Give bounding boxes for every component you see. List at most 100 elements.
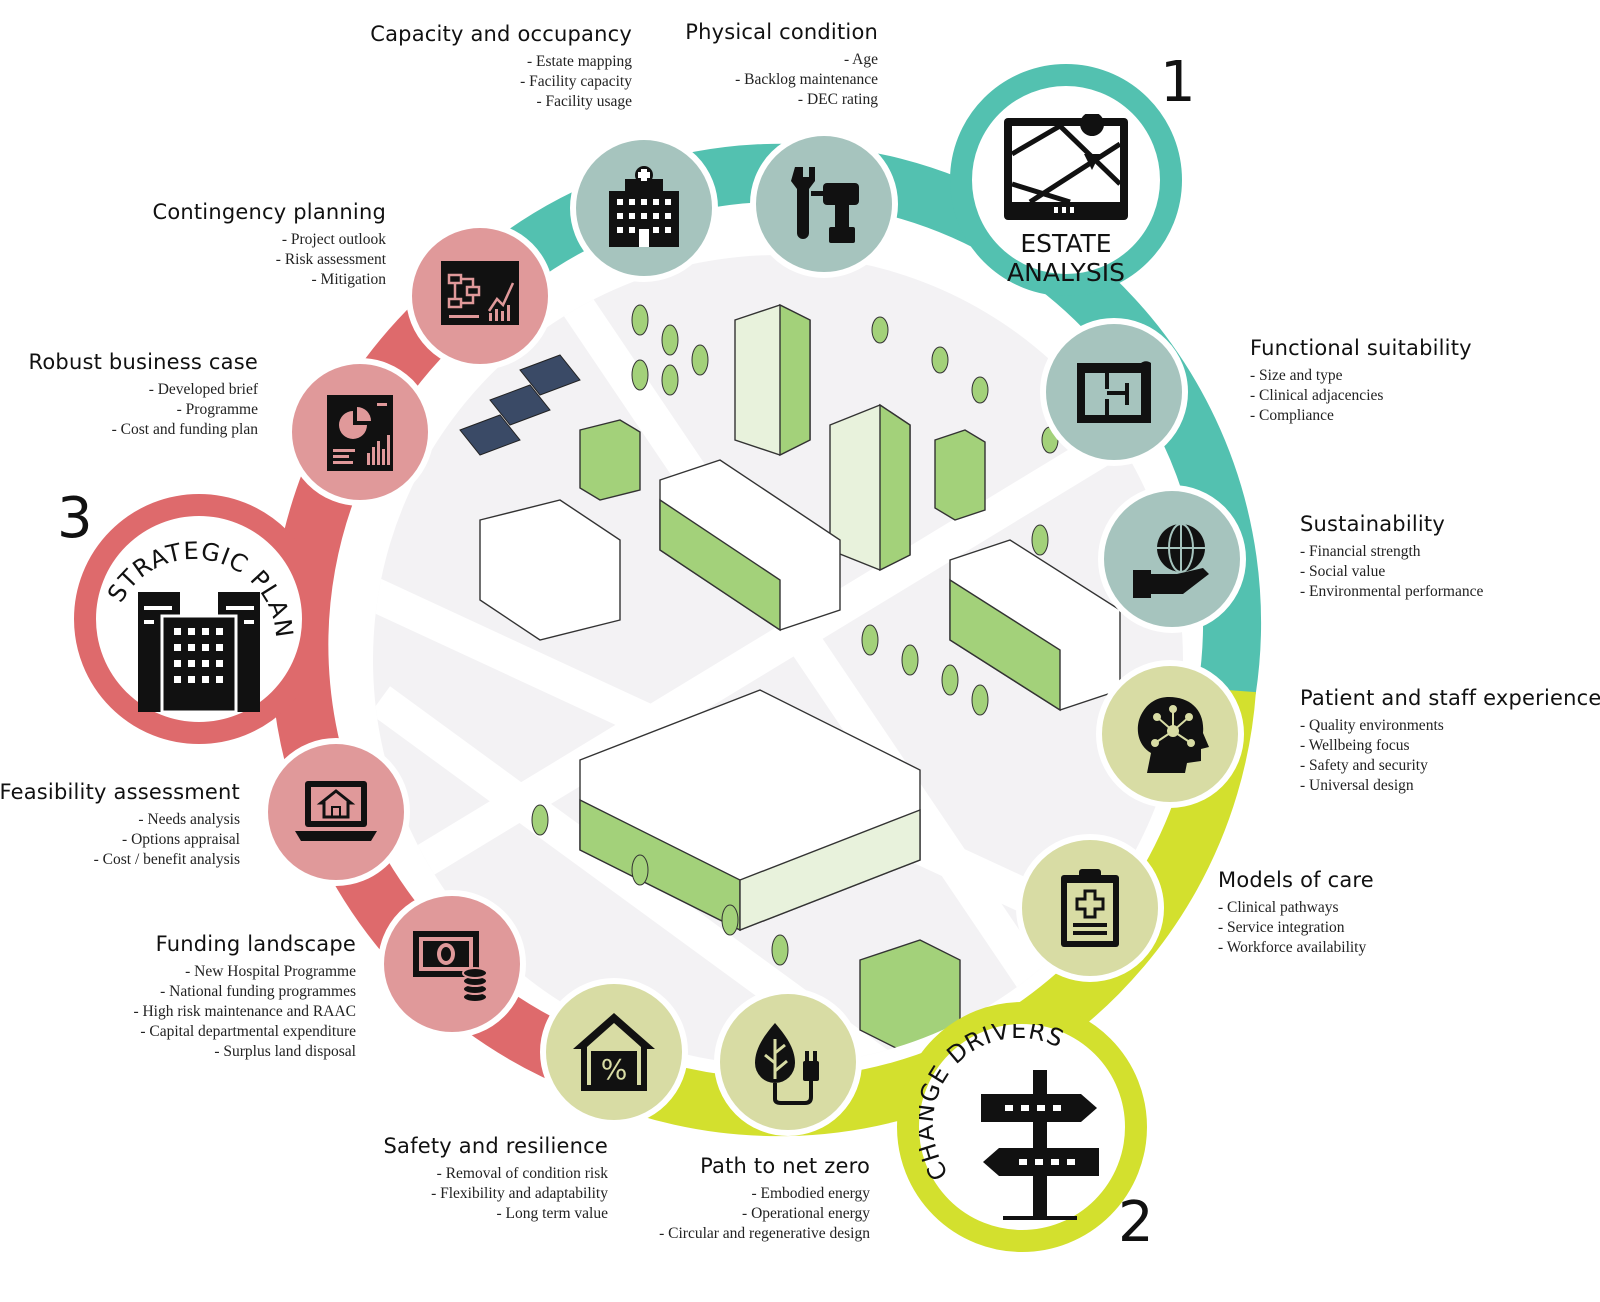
label-funding: Funding landscape - New Hospital Program… <box>133 932 356 1062</box>
safety-list: - Removal of condition risk - Flexibilit… <box>384 1164 608 1224</box>
list-item: - Service integration <box>1218 919 1345 936</box>
node-sustainability <box>1098 485 1246 633</box>
label-patient: Patient and staff experience - Quality e… <box>1300 686 1600 796</box>
svg-text:CHANGE DRIVERS: CHANGE DRIVERS <box>919 1024 1068 1185</box>
list-item: - Estate mapping <box>526 53 632 70</box>
list-item: - Workforce availability <box>1218 939 1367 956</box>
strategic-plans-badge: STRATEGIC PLANS <box>74 494 324 744</box>
list-item: - Mitigation <box>311 271 386 288</box>
label-feasibility: Feasibility assessment - Needs analysis … <box>0 780 240 870</box>
svg-text:STRATEGIC PLANS: STRATEGIC PLANS <box>96 516 298 640</box>
node-capacity <box>570 134 718 282</box>
estate-analysis-badge: ESTATE ANALYSIS <box>950 64 1182 296</box>
report-chart-icon <box>327 395 393 471</box>
head-network-icon <box>1137 697 1209 773</box>
node-functional <box>1040 318 1188 466</box>
list-item: - Circular and regenerative design <box>659 1225 870 1242</box>
netzero-title: Path to net zero <box>700 1154 870 1178</box>
list-item: - Compliance <box>1250 407 1334 424</box>
label-safety: Safety and resilience - Removal of condi… <box>384 1134 608 1224</box>
strategic-plans-arc-text: STRATEGIC PLANS <box>96 516 298 640</box>
models-title: Models of care <box>1218 868 1374 892</box>
list-item: - Capital departmental expenditure <box>140 1023 356 1040</box>
house-percent-icon: % <box>573 1013 655 1091</box>
list-item: - Safety and security <box>1300 757 1428 774</box>
list-item: - Project outlook <box>281 231 386 248</box>
section-number-2: 2 <box>1118 1190 1154 1255</box>
list-item: - Financial strength <box>1300 543 1421 560</box>
section-number-3: 3 <box>57 486 93 551</box>
node-contingency <box>406 222 554 370</box>
node-business <box>286 358 434 506</box>
signpost-icon <box>981 1070 1099 1220</box>
list-item: - Social value <box>1300 563 1386 580</box>
tools-icon <box>791 167 859 243</box>
models-list: - Clinical pathways - Service integratio… <box>1218 898 1374 958</box>
list-item: - Backlog maintenance <box>735 71 878 88</box>
business-title: Robust business case <box>28 350 258 374</box>
flowchart-board-icon <box>441 261 519 325</box>
list-item: - Developed brief <box>148 381 258 398</box>
list-item: - Operational energy <box>742 1205 870 1222</box>
capacity-list: - Estate mapping - Facility capacity - F… <box>370 52 632 112</box>
patient-list: - Quality environments - Wellbeing focus… <box>1300 716 1600 796</box>
node-netzero <box>714 988 862 1136</box>
node-models <box>1016 834 1164 982</box>
list-item: - Wellbeing focus <box>1300 737 1410 754</box>
contingency-list: - Project outlook - Risk assessment - Mi… <box>152 230 386 290</box>
label-functional: Functional suitability - Size and type -… <box>1250 336 1472 426</box>
list-item: - Options appraisal <box>122 831 240 848</box>
list-item: - Facility usage <box>536 93 632 110</box>
funding-list: - New Hospital Programme - National fund… <box>133 962 356 1062</box>
feasibility-list: - Needs analysis - Options appraisal - C… <box>0 810 240 870</box>
list-item: - Cost / benefit analysis <box>93 851 240 868</box>
svg-text:%: % <box>601 1053 628 1086</box>
list-item: - Size and type <box>1250 367 1343 384</box>
list-item: - New Hospital Programme <box>185 963 356 980</box>
map-screen-icon <box>1004 114 1128 220</box>
list-item: - Risk assessment <box>275 251 386 268</box>
label-business: Robust business case - Developed brief -… <box>29 350 258 440</box>
buildings-icon <box>138 592 260 714</box>
list-item: - Clinical adjacencies <box>1250 387 1384 404</box>
change-drivers-arc-text: CHANGE DRIVERS <box>919 1024 1068 1185</box>
list-item: - Quality environments <box>1300 717 1444 734</box>
clipboard-cross-icon <box>1061 869 1119 947</box>
functional-title: Functional suitability <box>1250 336 1472 360</box>
list-item: - Embodied energy <box>751 1185 870 1202</box>
list-item: - Long term value <box>496 1205 608 1222</box>
safety-title: Safety and resilience <box>383 1134 608 1158</box>
list-item: - DEC rating <box>797 91 878 108</box>
laptop-house-icon <box>295 781 377 841</box>
sustainability-list: - Financial strength - Social value - En… <box>1300 542 1483 602</box>
hospital-icon <box>609 166 679 247</box>
label-capacity: Capacity and occupancy - Estate mapping … <box>370 22 632 112</box>
estate-analysis-line2: ANALYSIS <box>1007 258 1125 287</box>
funding-title: Funding landscape <box>155 932 356 956</box>
list-item: - Needs analysis <box>138 811 240 828</box>
list-item: - Flexibility and adaptability <box>431 1185 608 1202</box>
list-item: - Environmental performance <box>1300 583 1484 600</box>
node-patient <box>1096 660 1244 808</box>
capacity-title: Capacity and occupancy <box>370 22 632 46</box>
floorplan-icon <box>1077 361 1151 423</box>
physical-list: - Age - Backlog maintenance - DEC rating <box>685 50 878 110</box>
patient-title: Patient and staff experience <box>1300 686 1600 710</box>
business-list: - Developed brief - Programme - Cost and… <box>29 380 258 440</box>
sustainability-title: Sustainability <box>1300 512 1445 536</box>
feasibility-title: Feasibility assessment <box>0 780 240 804</box>
change-drivers-badge: CHANGE DRIVERS <box>897 1002 1147 1252</box>
list-item: - Cost and funding plan <box>111 421 258 438</box>
node-funding <box>378 890 526 1038</box>
list-item: - Age <box>843 51 878 68</box>
change-drivers-title: CHANGE DRIVERS <box>919 1024 1067 1185</box>
leaf-plug-icon <box>755 1023 819 1105</box>
node-physical <box>750 130 898 278</box>
section-number-1: 1 <box>1160 50 1196 115</box>
list-item: - National funding programmes <box>160 983 356 1000</box>
label-models: Models of care - Clinical pathways - Ser… <box>1218 868 1374 958</box>
node-safety: % <box>540 978 688 1126</box>
list-item: - High risk maintenance and RAAC <box>133 1003 356 1020</box>
label-physical: Physical condition - Age - Backlog maint… <box>685 20 878 110</box>
